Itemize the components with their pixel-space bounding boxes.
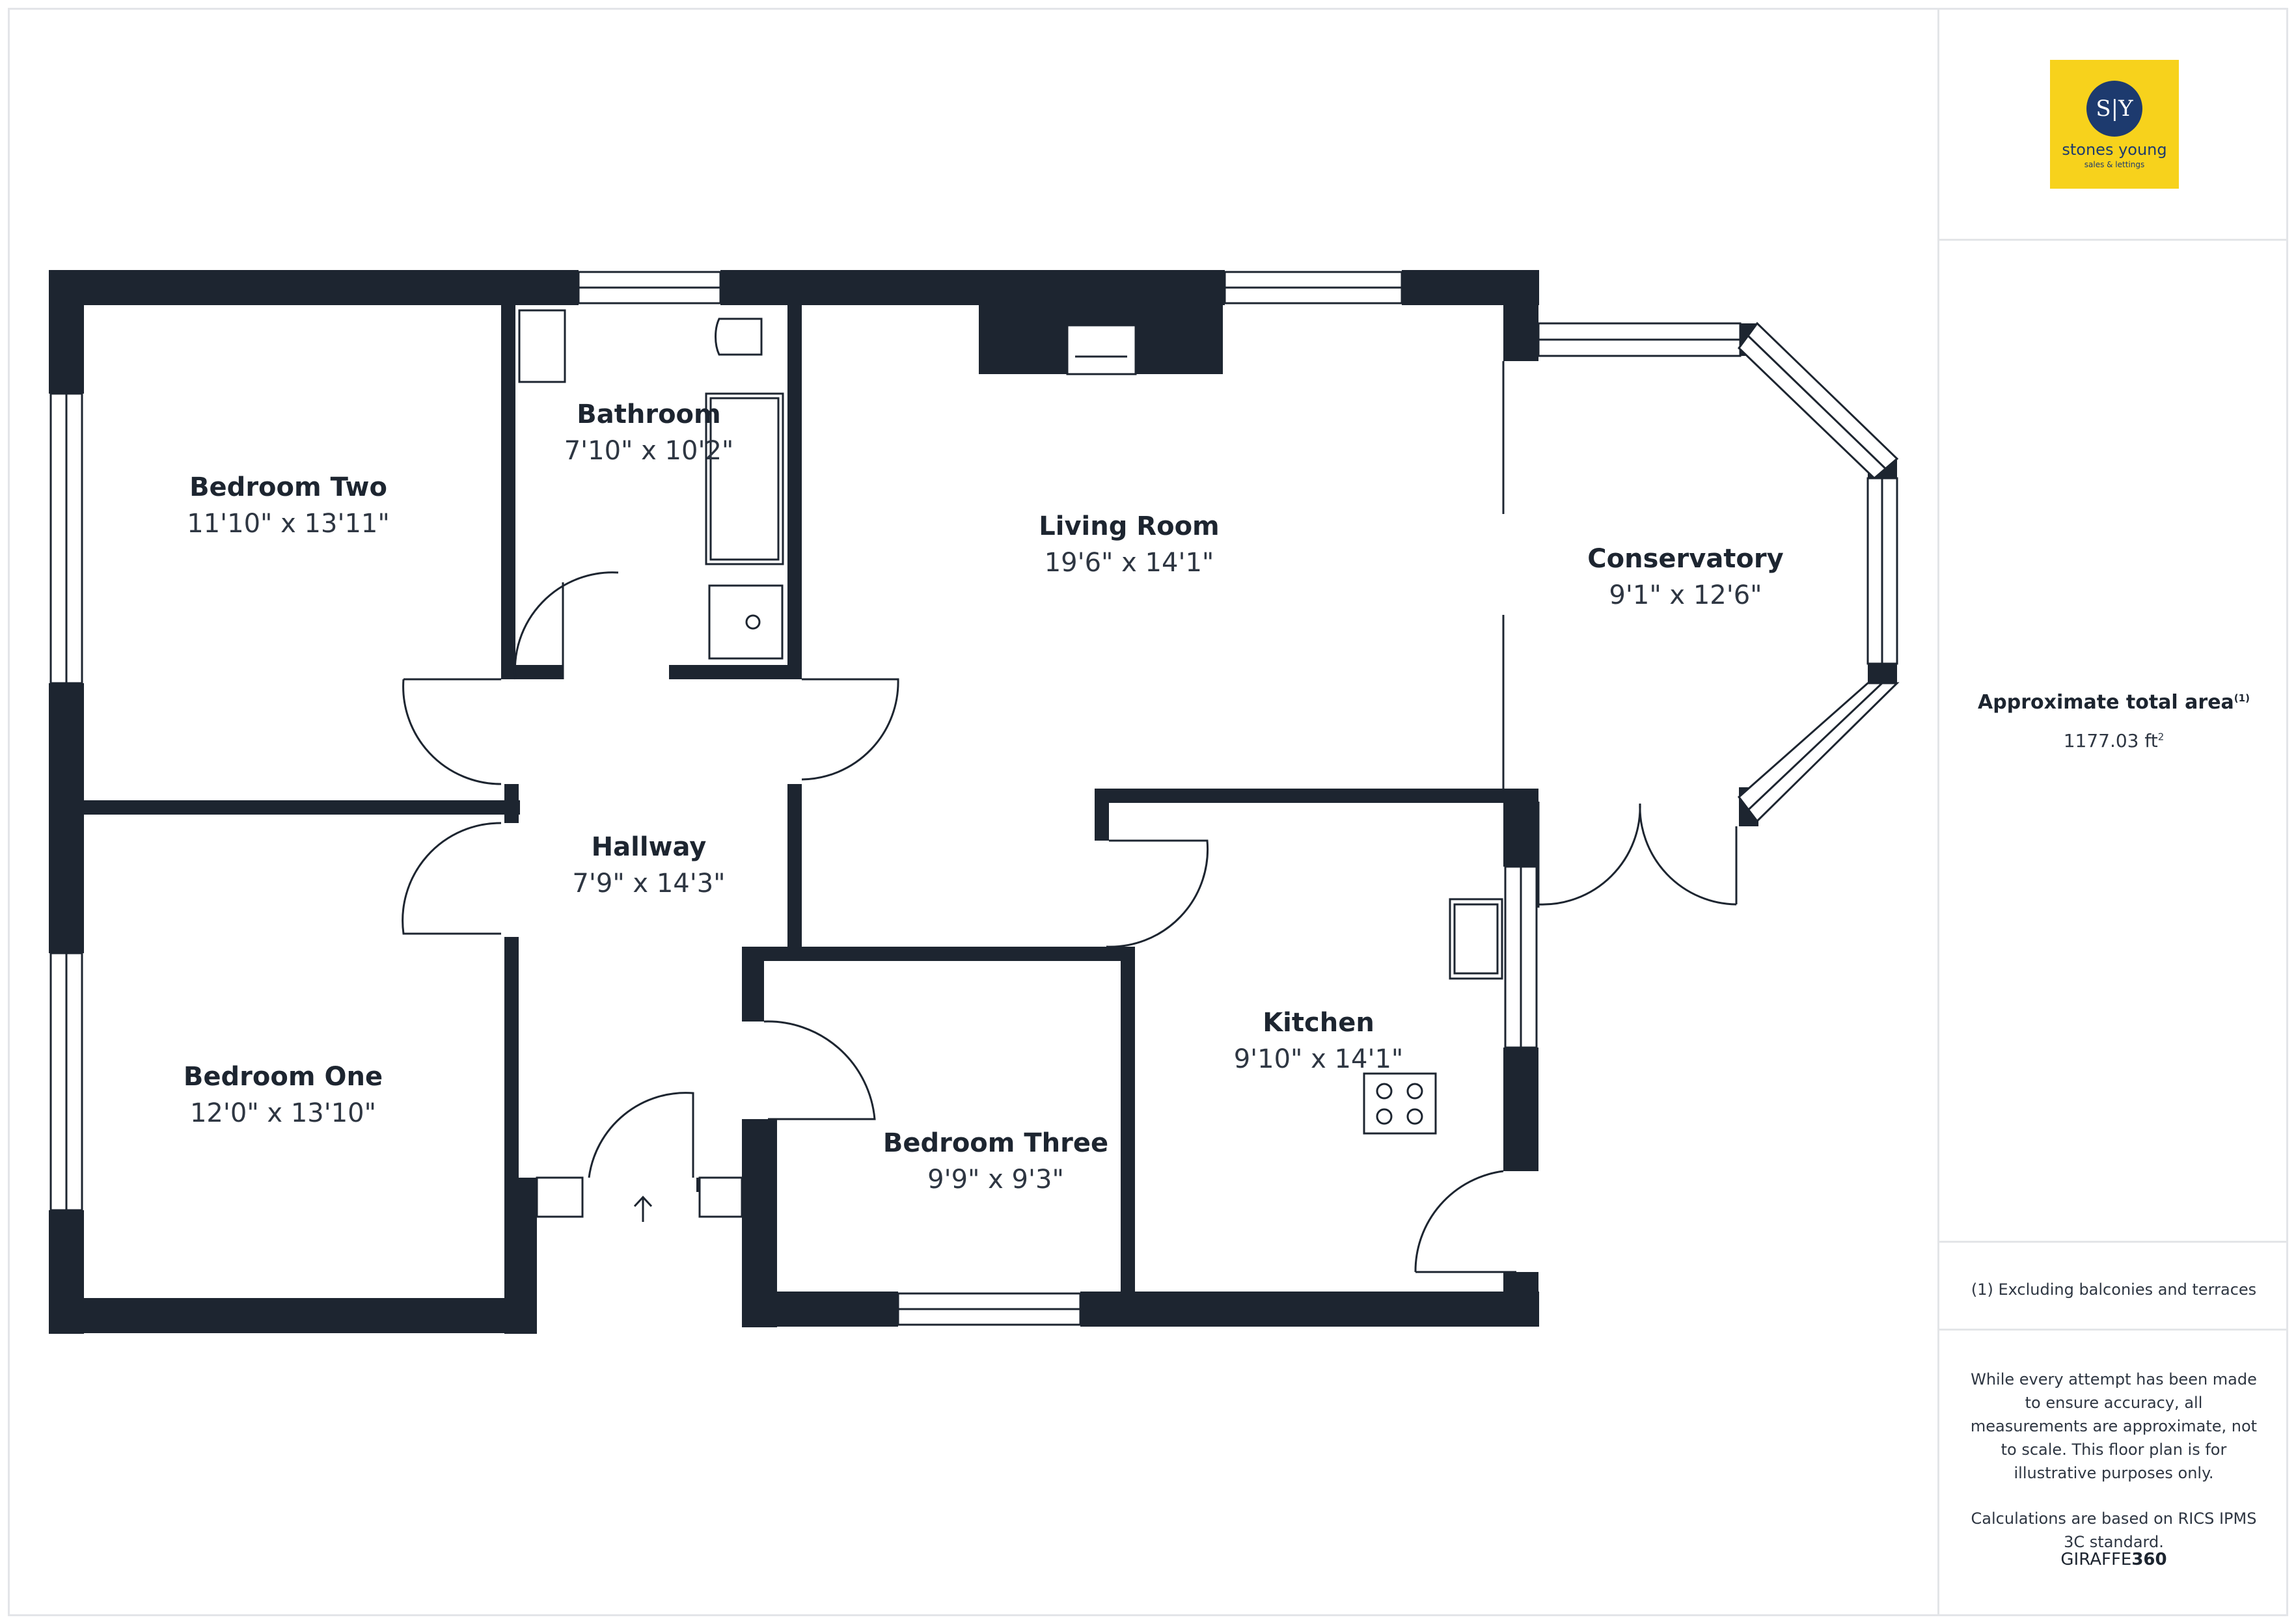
room-dim-living-room: 19'6" x 14'1" (1045, 548, 1214, 578)
room-dim-bedroom-one: 12'0" x 13'10" (190, 1098, 376, 1128)
company-logo: S|Y stones young sales & lettings (2050, 60, 2179, 189)
disclaimer: While every attempt has been made to ens… (1965, 1368, 2262, 1576)
room-name-bedroom-one: Bedroom One (184, 1062, 383, 1092)
room-labels: Bedroom Two 11'10" x 13'11" Bathroom 7'1… (184, 399, 1784, 1195)
area-value: 1177.03 ft2 (2063, 730, 2165, 751)
room-name-hallway: Hallway (592, 832, 707, 862)
room-dim-conservatory: 9'1" x 12'6" (1609, 580, 1762, 610)
area-footnote: (1) Excluding balconies and terraces (1971, 1280, 2257, 1299)
divider (1939, 1241, 2288, 1243)
room-dim-bathroom: 7'10" x 10'2" (564, 436, 734, 466)
brand-mark: GIRAFFE360 (2060, 1550, 2167, 1569)
area-label: Approximate total area(1) (1978, 691, 2250, 714)
room-dim-bedroom-three: 9'9" x 9'3" (927, 1165, 1064, 1195)
kitchen-fixtures (1363, 898, 1503, 1135)
divider (1939, 1329, 2288, 1331)
windows (49, 271, 1900, 1326)
doors (402, 361, 1738, 1273)
divider (1939, 239, 2288, 241)
logo-tagline: sales & lettings (2084, 160, 2145, 169)
room-dim-bedroom-two: 11'10" x 13'11" (187, 509, 389, 539)
logo-monogram: S|Y (2086, 81, 2142, 137)
floor-plan: Bedroom Two 11'10" x 13'11" Bathroom 7'1… (49, 270, 1900, 1334)
room-name-bedroom-three: Bedroom Three (883, 1128, 1108, 1158)
logo-name: stones young (2062, 141, 2167, 159)
entrance-arrow (633, 1195, 653, 1222)
room-dim-hallway: 7'9" x 14'3" (572, 869, 725, 899)
room-name-conservatory: Conservatory (1587, 544, 1783, 574)
disclaimer-calculations: Calculations are based on RICS IPMS 3C s… (1971, 1509, 2257, 1551)
bathroom-fixtures (518, 309, 784, 660)
room-name-living-room: Living Room (1039, 511, 1219, 541)
fireplace (1066, 324, 1137, 375)
room-name-bedroom-two: Bedroom Two (189, 472, 387, 502)
room-name-bathroom: Bathroom (577, 399, 720, 429)
room-dim-kitchen: 9'10" x 14'1" (1234, 1044, 1404, 1074)
page-frame (8, 8, 2288, 1616)
disclaimer-accuracy: While every attempt has been made to ens… (1970, 1370, 2258, 1482)
room-name-kitchen: Kitchen (1263, 1008, 1374, 1038)
sidebar: S|Y stones young sales & lettings Approx… (1937, 8, 2288, 1616)
walls (49, 270, 1897, 1334)
